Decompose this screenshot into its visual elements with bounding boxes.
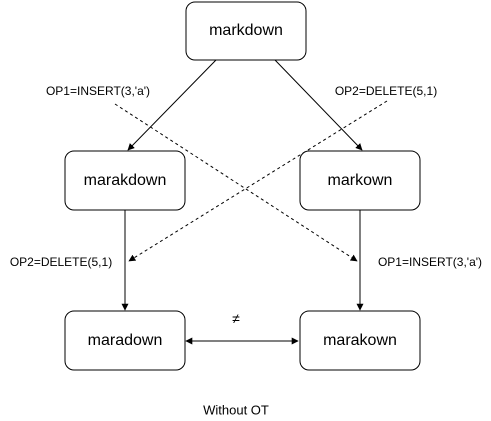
node-right-label: markown — [328, 172, 393, 189]
op1-top-label-bg — [24, 84, 172, 100]
op2-left-label: OP2=DELETE(5,1) — [10, 255, 112, 269]
node-bottom-right: marakown — [299, 310, 421, 371]
edge-dashed-op1 — [114, 103, 358, 262]
edge-top-to-left — [127, 59, 217, 151]
node-bottom-left: maradown — [64, 310, 186, 371]
node-left-label: marakdown — [84, 172, 167, 189]
diagram-caption: Without OT — [203, 402, 269, 417]
op2-top-label-bg — [324, 84, 448, 100]
node-top-label: markdown — [209, 22, 283, 39]
edge-top-to-right — [274, 59, 363, 151]
node-left: marakdown — [64, 150, 186, 211]
op2-top-label: OP2=DELETE(5,1) — [335, 84, 437, 98]
op1-right-label: OP1=INSERT(3,'a') — [378, 255, 482, 269]
node-bottom-right-label: marakown — [323, 332, 397, 349]
node-right: markown — [299, 150, 421, 211]
op1-right-label-bg — [368, 255, 491, 271]
node-bottom-left-label: maradown — [88, 332, 163, 349]
node-top: markdown — [185, 1, 307, 61]
edge-dashed-op2 — [128, 100, 388, 262]
op2-left-label-bg — [0, 255, 123, 271]
op1-top-label: OP1=INSERT(3,'a') — [46, 84, 150, 98]
inequality-sign: ≠ — [232, 311, 240, 327]
